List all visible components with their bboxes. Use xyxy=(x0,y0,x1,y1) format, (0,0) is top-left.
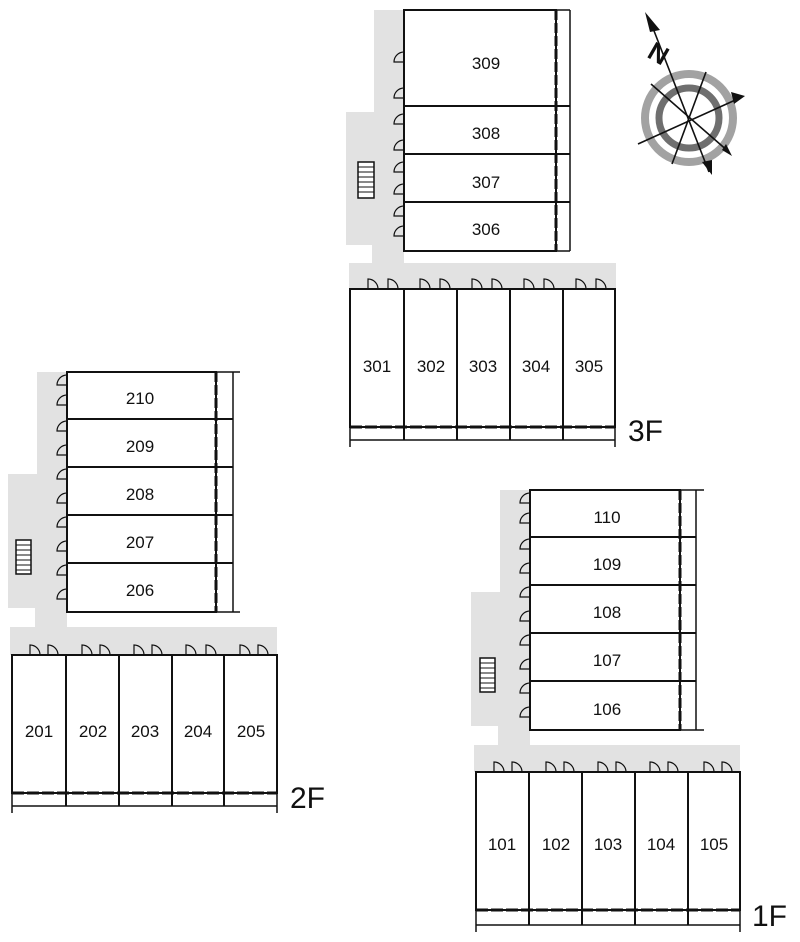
unit-label: 110 xyxy=(593,508,620,527)
unit-label: 206 xyxy=(126,581,154,600)
unit-label: 204 xyxy=(184,722,212,741)
floor-3f: 309 308 307 306 301 302 303 304 305 3F xyxy=(346,9,663,448)
unit-label: 106 xyxy=(593,700,621,719)
unit-label: 306 xyxy=(472,220,500,239)
corridor xyxy=(471,490,740,772)
unit-label: 307 xyxy=(472,173,500,192)
floor-label: 2F xyxy=(290,782,325,815)
unit-label: 108 xyxy=(593,603,621,622)
compass-icon: N xyxy=(637,12,745,175)
unit-label: 309 xyxy=(472,54,500,73)
door-icon xyxy=(367,278,607,290)
unit-label: 308 xyxy=(472,124,500,143)
door-icon xyxy=(29,644,269,656)
door-icon xyxy=(519,492,531,718)
unit-label: 201 xyxy=(25,722,53,741)
floor-1f: 110 109 108 107 106 101 102 103 104 105 … xyxy=(471,489,787,933)
unit-label: 210 xyxy=(126,389,154,408)
floor-label: 3F xyxy=(628,415,663,448)
unit-label: 102 xyxy=(542,835,570,854)
unit-label: 109 xyxy=(593,555,621,574)
unit-label: 101 xyxy=(488,835,516,854)
unit-label: 302 xyxy=(417,357,445,376)
unit-label: 209 xyxy=(126,437,154,456)
unit-label: 105 xyxy=(700,835,728,854)
door-icon xyxy=(56,374,68,600)
unit-label: 303 xyxy=(469,357,497,376)
unit-label: 208 xyxy=(126,485,154,504)
unit-label: 305 xyxy=(575,357,603,376)
floor-label: 1F xyxy=(752,900,787,933)
front-units-block xyxy=(349,288,616,447)
door-icon xyxy=(493,761,733,773)
corridor xyxy=(8,372,277,655)
side-units-block xyxy=(403,9,571,252)
unit-label: 104 xyxy=(647,835,675,854)
unit-label: 301 xyxy=(363,357,391,376)
side-units-block xyxy=(529,489,704,731)
front-units-block xyxy=(11,654,278,813)
unit-label: 304 xyxy=(522,357,550,376)
unit-label: 207 xyxy=(126,533,154,552)
side-units-block xyxy=(66,371,240,613)
unit-label: 205 xyxy=(237,722,265,741)
door-icon xyxy=(393,51,405,237)
unit-label: 103 xyxy=(594,835,622,854)
unit-label: 107 xyxy=(593,651,621,670)
compass-north-label: N xyxy=(643,36,674,71)
unit-label: 202 xyxy=(79,722,107,741)
unit-label: 203 xyxy=(131,722,159,741)
stairs-icon xyxy=(15,539,32,575)
stairs-icon xyxy=(357,161,375,199)
floor-2f: 210 209 208 207 206 201 202 203 204 205 … xyxy=(8,371,325,815)
stairs-icon xyxy=(479,657,496,693)
